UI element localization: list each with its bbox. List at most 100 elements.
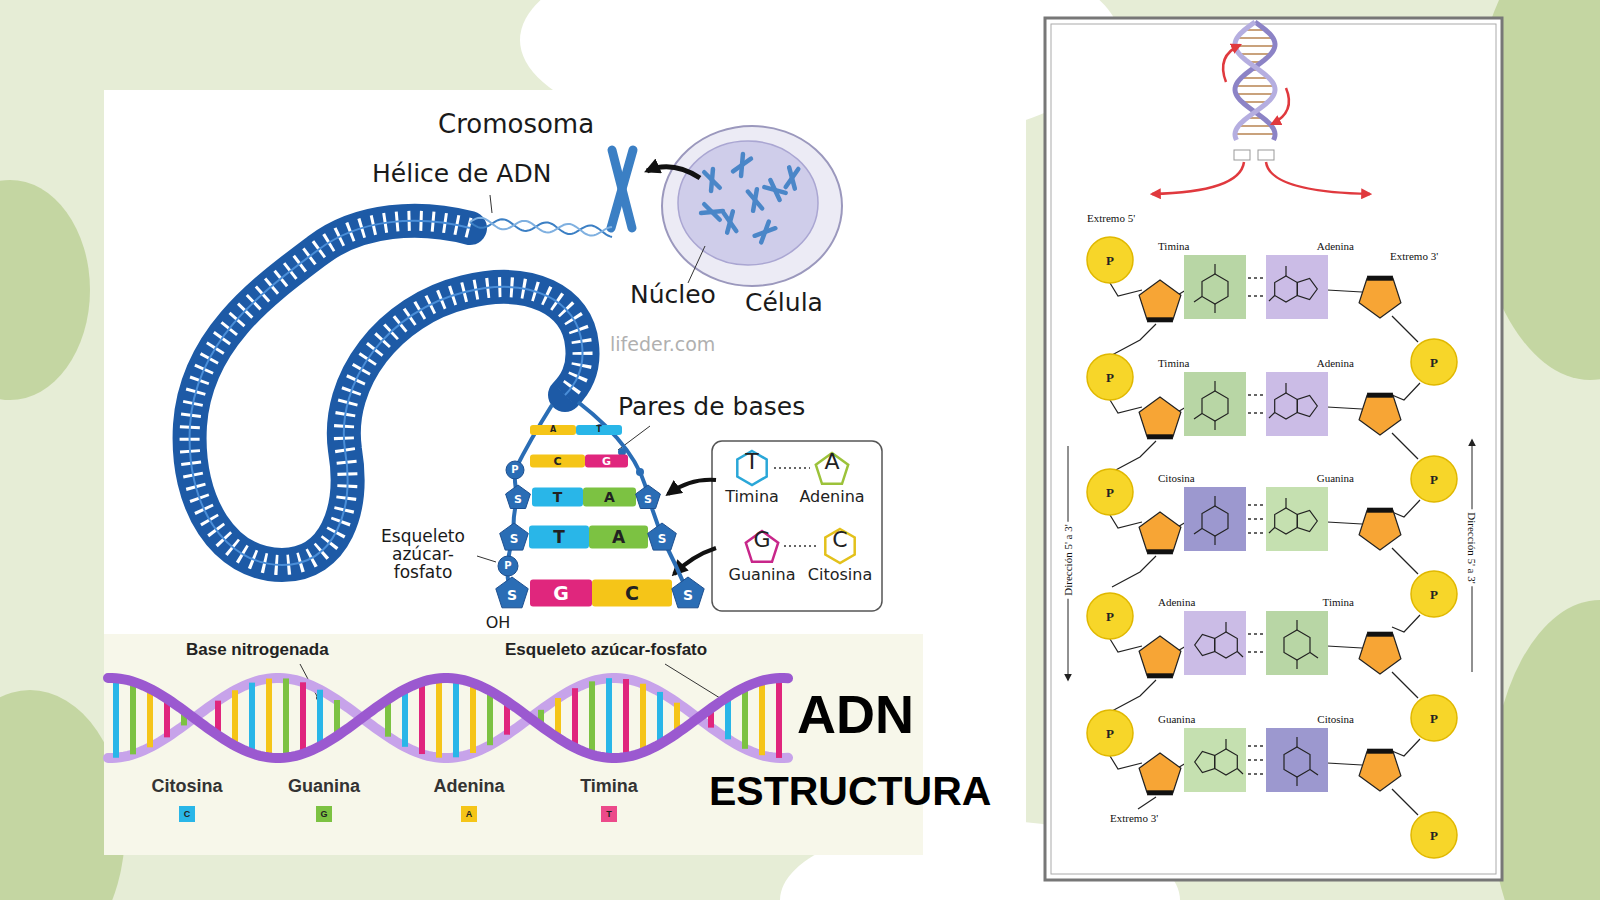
phosphate-letter: P (1430, 473, 1438, 486)
base-rung (402, 689, 408, 747)
base-letter: C (553, 456, 561, 467)
substituent-bond (1237, 652, 1243, 658)
base-rung (300, 682, 306, 753)
base-bar (576, 425, 622, 435)
base-bar (532, 488, 583, 507)
backbone-bond (1392, 383, 1420, 400)
backbone-bond (1112, 680, 1156, 711)
base-rung (232, 690, 238, 746)
chromosome-arm (761, 222, 769, 243)
backbone-bond (1392, 739, 1420, 756)
base-rung (657, 692, 663, 744)
substituent-bond (1310, 653, 1318, 659)
hydrogen-bond (1248, 278, 1264, 296)
purine-ring (1297, 279, 1317, 300)
phosphate-circle (506, 461, 524, 479)
base-group: Citosina (1158, 472, 1246, 551)
base-rung (487, 691, 493, 745)
base-structure (1184, 611, 1246, 675)
phosphate-letter: P (1106, 254, 1114, 267)
leader-line (688, 246, 705, 283)
mini-helix-rung (1236, 93, 1274, 95)
phosphate-group (1411, 695, 1457, 741)
deoxyribose (1359, 395, 1401, 435)
substituent-bond (1237, 769, 1243, 775)
sugar-pentagon (636, 485, 661, 509)
phosphate-letter: P (1430, 829, 1438, 842)
base-rung (436, 678, 442, 757)
phosphate-letter: P (1106, 610, 1114, 623)
deoxyribose (1139, 280, 1181, 320)
deoxyribose (1139, 512, 1181, 552)
backbone-bond (1392, 548, 1418, 574)
mini-helix-strand (1235, 22, 1275, 140)
base-name: Timina (1266, 596, 1354, 609)
helix-strand (108, 678, 788, 758)
deoxyribose (1139, 753, 1181, 793)
phosphate-group (1087, 710, 1133, 756)
base-rung (283, 678, 289, 757)
hydrogen-bond (1248, 634, 1264, 652)
strand-end-label: Extremo 3' (1390, 250, 1438, 263)
backbone-bond (1392, 672, 1418, 698)
chromosome (612, 150, 632, 228)
substituent-bond (1214, 421, 1215, 430)
hydrogen-bond (1248, 746, 1264, 774)
substituent-bond (1296, 660, 1297, 669)
substituent-bond (1285, 498, 1286, 508)
base-structure (1184, 372, 1246, 436)
mini-helix-rung (1236, 85, 1275, 87)
base-rung (266, 679, 272, 758)
heading-text: ESTRUCTURA (709, 770, 991, 813)
pyrimidine-ring (1284, 747, 1310, 777)
base-rung (147, 689, 153, 748)
chromosome-arm (789, 167, 795, 188)
base-shape: T (732, 449, 772, 487)
base-structure (1266, 728, 1328, 792)
right-panel-frame (1045, 18, 1502, 880)
watermark: lifeder.com (610, 334, 715, 356)
chromosome-arm (741, 154, 743, 176)
deoxyribose (1139, 636, 1181, 676)
sugar-letter: S (644, 494, 652, 505)
base-group: Guanina (1266, 472, 1354, 551)
base-rung (623, 679, 629, 757)
base-bar (530, 580, 592, 607)
pyrimidine-ring (1284, 630, 1310, 660)
base-shade (1184, 255, 1246, 319)
base-shade (1184, 611, 1246, 675)
leader-line (490, 195, 492, 213)
helix-strand (108, 678, 788, 758)
base-name: Adenina (796, 487, 867, 507)
base-group: Guanina (1158, 713, 1246, 792)
base-name: Timina (1158, 357, 1246, 370)
base-rung (572, 688, 578, 748)
base-name: Guanina (726, 565, 799, 585)
base-letter: A (604, 490, 615, 504)
base-letter: A (812, 449, 852, 474)
base-rung (589, 681, 595, 754)
legend-box (712, 441, 882, 611)
chain-end-label: OH (486, 614, 511, 632)
backbone-bond (1138, 797, 1156, 809)
mini-helix-strand (1235, 22, 1275, 140)
mini-helix-rung (1235, 133, 1275, 135)
base-shade (1184, 372, 1246, 436)
glycosidic-bond (1327, 522, 1362, 524)
base-group: Timina (1266, 596, 1354, 675)
hydrogen-bond (784, 545, 818, 546)
base-symbol: A Adenina (796, 449, 867, 507)
phosphate-group (1087, 469, 1133, 515)
substituent-bond (1214, 264, 1215, 274)
bottom-band (104, 634, 923, 855)
deoxyribose-edge (1367, 632, 1393, 637)
base-shade (1266, 487, 1328, 551)
heading-text: ADN (797, 686, 914, 743)
substituent-bond (1214, 304, 1215, 313)
base-letter: G (602, 456, 611, 467)
part-label: Hélice de ADN (372, 160, 551, 189)
base-structure (1266, 372, 1328, 436)
nucleus-outline (678, 141, 818, 265)
glycosidic-bond (1327, 290, 1362, 292)
